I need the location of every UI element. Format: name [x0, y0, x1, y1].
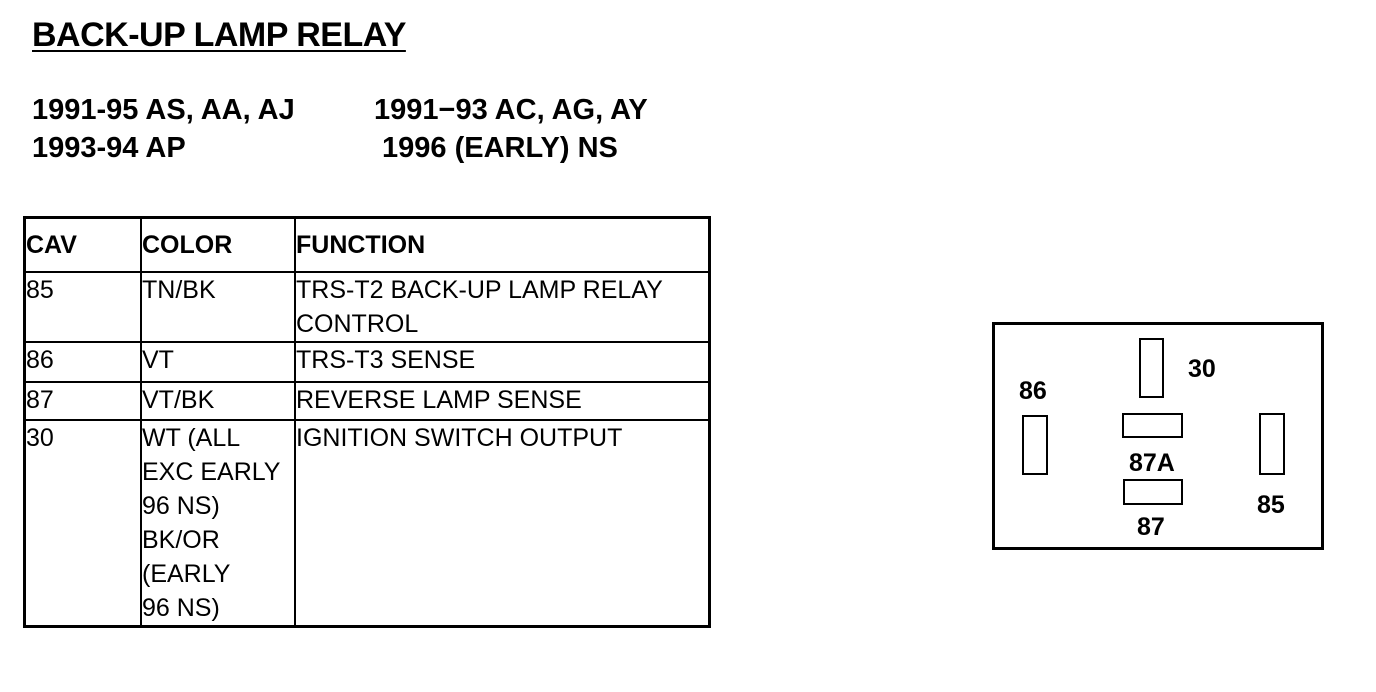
header-color: COLOR: [140, 216, 296, 273]
applicability-right-line-2: 1996 (EARLY) NS: [382, 132, 618, 164]
table-row: 86 VT TRS-T3 SENSE: [23, 341, 711, 383]
terminal-30-pin: [1139, 338, 1164, 398]
cell-color: VT: [140, 341, 296, 383]
table-row: 87 VT/BK REVERSE LAMP SENSE: [23, 381, 711, 421]
table-row: 85 TN/BK TRS-T2 BACK-UP LAMP RELAY CONTR…: [23, 271, 711, 343]
applicability-right-line-1: 1991−93 AC, AG, AY: [374, 94, 648, 126]
terminal-87a-label: 87A: [1129, 449, 1175, 477]
header-function: FUNCTION: [294, 216, 711, 273]
terminal-87-pin: [1123, 479, 1183, 505]
terminal-86-pin: [1022, 415, 1048, 475]
cell-cav: 87: [23, 381, 142, 421]
cell-function: IGNITION SWITCH OUTPUT: [294, 419, 711, 628]
cell-function: TRS-T3 SENSE: [294, 341, 711, 383]
terminal-86-label: 86: [1019, 377, 1047, 405]
cell-cav: 86: [23, 341, 142, 383]
cell-function: TRS-T2 BACK-UP LAMP RELAY CONTROL: [294, 271, 711, 343]
diagram-title: BACK-UP LAMP RELAY: [32, 16, 406, 54]
terminal-87a-pin: [1122, 413, 1183, 438]
cell-color: TN/BK: [140, 271, 296, 343]
table-header-row: CAV COLOR FUNCTION: [23, 216, 711, 273]
applicability-left-line-2: 1993-94 AP: [32, 132, 186, 164]
header-cav: CAV: [23, 216, 142, 273]
terminal-87-label: 87: [1137, 513, 1165, 541]
applicability-left-line-1: 1991-95 AS, AA, AJ: [32, 94, 295, 126]
terminal-30-label: 30: [1188, 355, 1216, 383]
cell-color: WT (ALL EXC EARLY 96 NS) BK/OR (EARLY 96…: [140, 419, 296, 628]
cell-cav: 85: [23, 271, 142, 343]
cell-color: VT/BK: [140, 381, 296, 421]
terminal-85-label: 85: [1257, 491, 1285, 519]
cavity-table: CAV COLOR FUNCTION 85 TN/BK TRS-T2 BACK-…: [23, 216, 711, 628]
table-row: 30 WT (ALL EXC EARLY 96 NS) BK/OR (EARLY…: [23, 419, 711, 628]
relay-connector-outline: 30 86 87A 85 87: [992, 322, 1324, 550]
terminal-85-pin: [1259, 413, 1285, 475]
cell-cav: 30: [23, 419, 142, 628]
cell-function: REVERSE LAMP SENSE: [294, 381, 711, 421]
